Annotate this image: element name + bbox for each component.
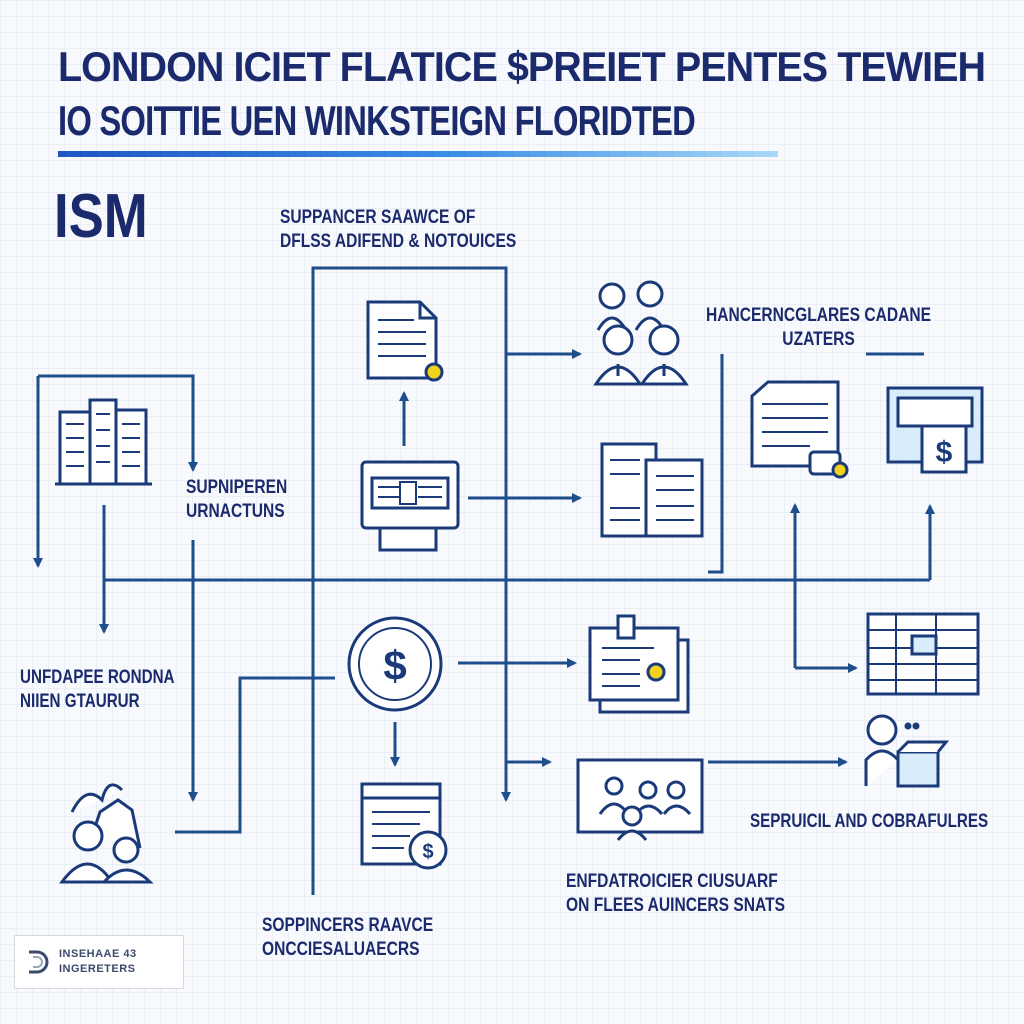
report-card-icon <box>750 380 849 479</box>
diagram-title-line-1: LONDON ICIET FLATICE $PREIET PENTES TEWI… <box>58 43 986 90</box>
label-left-middle: SUPNIPEREN URNACTUNS <box>186 477 288 522</box>
label-top-right: HANCERNCGLARES CADANE UZATERS <box>706 305 932 350</box>
label-top-center: SUPPANCER SAAWCE OF DFLSS ADIFEND & NOTO… <box>280 207 517 252</box>
monitor-dollar-icon: $ <box>886 386 984 474</box>
connector-lines <box>33 266 935 895</box>
certificate-icon <box>588 614 690 714</box>
files-icon <box>600 442 704 538</box>
section-label: ISM <box>54 182 148 251</box>
document-coin-icon <box>366 300 444 382</box>
title-underline <box>58 151 778 157</box>
brand-logo: INSEHAAE 43 INGERETERS <box>14 935 184 989</box>
terminal-icon <box>360 460 460 552</box>
diagram-title-line-2: IO SOITTIE UEN WINKSTEIGN FLORIDTED <box>58 97 696 144</box>
team-icon <box>59 783 154 884</box>
label-left-lower: UNFDAPEE RONDNA NIIEN GTAURUR <box>20 667 175 712</box>
label-bottom-center: SOPPINCERS RAAVCE ONCCIESALUAECRS <box>262 915 434 960</box>
label-right-bottom: SEPRUICIL AND COBRAFULRES <box>750 811 989 832</box>
svg-text:$: $ <box>383 642 406 689</box>
logo-mark-icon <box>29 950 49 974</box>
invoice-dollar-icon: $ <box>360 782 448 870</box>
logo-text-line-1: INSEHAAE 43 <box>59 948 137 960</box>
label-bottom-right-center: ENFDATROICIER CIUSUARF ON FLEES AUINCERS… <box>566 871 786 916</box>
svg-text:$: $ <box>422 841 433 863</box>
meeting-screen-icon <box>576 758 704 841</box>
dollar-coin-icon: $ <box>347 616 443 712</box>
people-group-icon <box>593 280 689 386</box>
logo-text-line-2: INGERETERS <box>59 963 136 975</box>
person-box-icon <box>864 714 950 788</box>
svg-text:$: $ <box>936 436 953 469</box>
building-icon <box>55 398 152 486</box>
spreadsheet-icon <box>866 612 980 696</box>
